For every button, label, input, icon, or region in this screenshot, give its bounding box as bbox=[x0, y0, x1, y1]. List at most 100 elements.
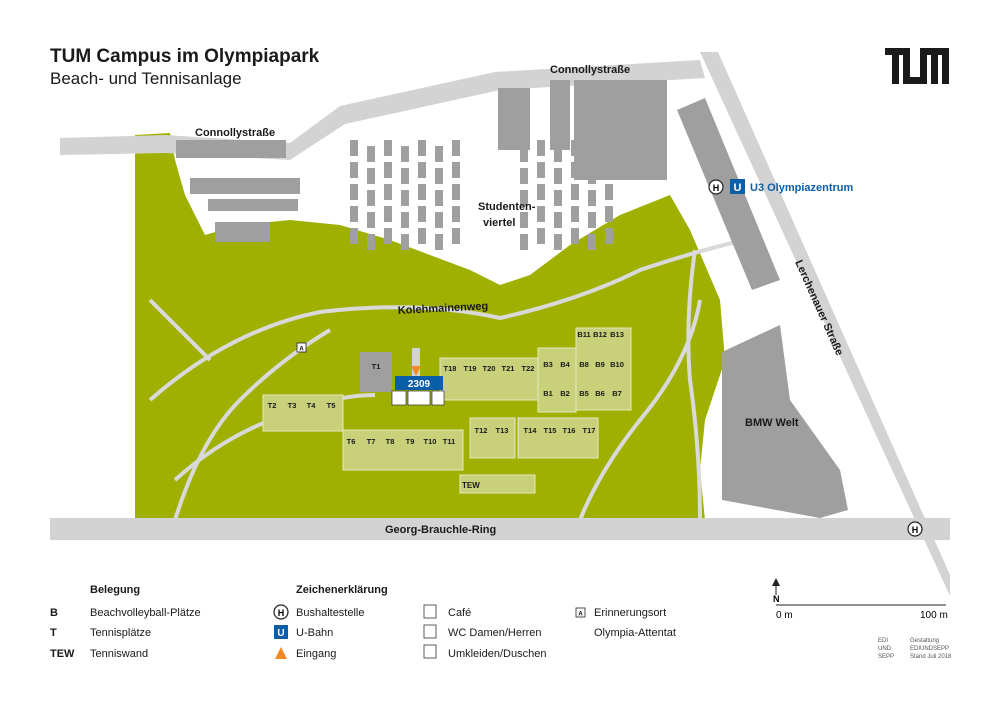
legend-label-b: Beachvolleyball-Plätze bbox=[90, 607, 201, 619]
street-label-connolly-top: Connollystraße bbox=[550, 64, 630, 76]
court-label-b7: B7 bbox=[612, 389, 622, 398]
court-label-t22: T22 bbox=[522, 364, 535, 373]
court-label-t4: T4 bbox=[307, 401, 317, 410]
student-building bbox=[605, 162, 613, 178]
student-building bbox=[571, 162, 579, 178]
entrance-marker bbox=[411, 366, 421, 376]
court-label-t11: T11 bbox=[443, 437, 456, 446]
court-label-t3: T3 bbox=[288, 401, 297, 410]
student-building bbox=[367, 212, 375, 228]
student-building bbox=[452, 206, 460, 222]
bus-stop-icon-ring bbox=[907, 521, 923, 537]
student-building bbox=[571, 140, 579, 156]
student-building bbox=[588, 146, 596, 162]
student-building bbox=[435, 190, 443, 206]
court-label-t8: T8 bbox=[386, 437, 395, 446]
studentenviertel-rows bbox=[350, 140, 613, 250]
legend-label-tew: Tenniswand bbox=[90, 648, 149, 660]
legend-label-eingang: Eingang bbox=[296, 648, 337, 660]
student-building bbox=[537, 184, 545, 200]
court-label-t19: T19 bbox=[464, 364, 477, 373]
place-label-studenten: Studenten- bbox=[478, 201, 536, 213]
court-label-b6: B6 bbox=[595, 389, 605, 398]
shower-icon bbox=[431, 390, 445, 406]
student-building bbox=[520, 146, 528, 162]
student-building bbox=[537, 228, 545, 244]
roads bbox=[50, 52, 950, 596]
north-label: N bbox=[773, 594, 780, 604]
court-label-t18: T18 bbox=[444, 364, 457, 373]
legend-memorial-letter: A bbox=[578, 612, 583, 618]
court-label-t20: T20 bbox=[483, 364, 496, 373]
legend-label-t: Tennisplätze bbox=[90, 627, 152, 639]
building-2309-label: 2309 bbox=[408, 379, 431, 390]
legend-ubahn-letter: U bbox=[277, 628, 284, 639]
court-label-b12: B12 bbox=[593, 330, 607, 339]
student-building bbox=[401, 212, 409, 228]
student-building bbox=[435, 146, 443, 162]
student-building bbox=[435, 212, 443, 228]
student-building bbox=[605, 206, 613, 222]
legend-shower-icon bbox=[423, 644, 437, 659]
student-building bbox=[520, 168, 528, 184]
scale-bar bbox=[772, 578, 946, 606]
legend-label-erinnerung: Erinnerungsort bbox=[594, 607, 667, 619]
memorial-marker-letter: A bbox=[299, 347, 304, 353]
student-building bbox=[367, 168, 375, 184]
court-label-t9: T9 bbox=[406, 437, 415, 446]
bmw-welt-building bbox=[722, 325, 848, 518]
legend-belegung-title: Belegung bbox=[90, 584, 141, 596]
court-label-t21: T21 bbox=[502, 364, 515, 373]
student-building bbox=[588, 190, 596, 206]
student-building bbox=[605, 228, 613, 244]
facility-icons bbox=[391, 390, 445, 406]
student-building bbox=[435, 234, 443, 250]
student-building bbox=[452, 162, 460, 178]
north-arrow-icon bbox=[772, 578, 780, 586]
court-label-t2: T2 bbox=[268, 401, 277, 410]
court-label-b13: B13 bbox=[610, 330, 624, 339]
legend-ubahn-icon bbox=[274, 625, 288, 639]
student-building bbox=[554, 234, 562, 250]
bus-stop-letter-ring: H bbox=[912, 525, 919, 535]
legend-memorial-icon bbox=[575, 607, 586, 618]
student-building bbox=[350, 140, 358, 156]
student-building bbox=[554, 168, 562, 184]
student-building bbox=[418, 162, 426, 178]
court-label-t12: T12 bbox=[475, 426, 488, 435]
street-label-lerchenauer: Lerchenauer Straße bbox=[792, 258, 845, 357]
court-label-t16: T16 bbox=[563, 426, 576, 435]
legend-cafe-icon bbox=[423, 604, 437, 619]
u3-station-label: U3 Olympiazentrum bbox=[750, 182, 854, 194]
ubahn-icon bbox=[730, 179, 745, 194]
student-building bbox=[401, 146, 409, 162]
legend-bus-letter: H bbox=[278, 608, 285, 618]
legend-label-umkleiden: Umkleiden/Duschen bbox=[448, 648, 547, 660]
student-building bbox=[418, 140, 426, 156]
legend-key-tew: TEW bbox=[50, 648, 75, 660]
student-building bbox=[418, 228, 426, 244]
student-building bbox=[384, 206, 392, 222]
student-building bbox=[452, 140, 460, 156]
bus-stop-letter: H bbox=[713, 183, 720, 193]
legend-bus-icon bbox=[273, 604, 289, 620]
page-title: TUM Campus im Olympiapark bbox=[50, 46, 320, 67]
buildings bbox=[176, 80, 848, 518]
court-areas bbox=[262, 327, 632, 494]
student-building bbox=[350, 184, 358, 200]
cafe-icon bbox=[391, 390, 407, 406]
court-label-t17: T17 bbox=[583, 426, 596, 435]
student-building bbox=[384, 140, 392, 156]
scale-end: 100 m bbox=[920, 610, 948, 621]
court-label-t5: T5 bbox=[327, 401, 336, 410]
legend-key-t: T bbox=[50, 627, 57, 639]
student-building bbox=[384, 184, 392, 200]
student-building bbox=[367, 234, 375, 250]
court-label-b10: B10 bbox=[610, 360, 624, 369]
credit-ediundsepp: EDI UND SEPP bbox=[878, 638, 895, 660]
ubahn-letter: U bbox=[734, 182, 742, 194]
student-building bbox=[418, 184, 426, 200]
student-building bbox=[435, 168, 443, 184]
court-label-t15: T15 bbox=[544, 426, 557, 435]
court-label-b9: B9 bbox=[595, 360, 605, 369]
